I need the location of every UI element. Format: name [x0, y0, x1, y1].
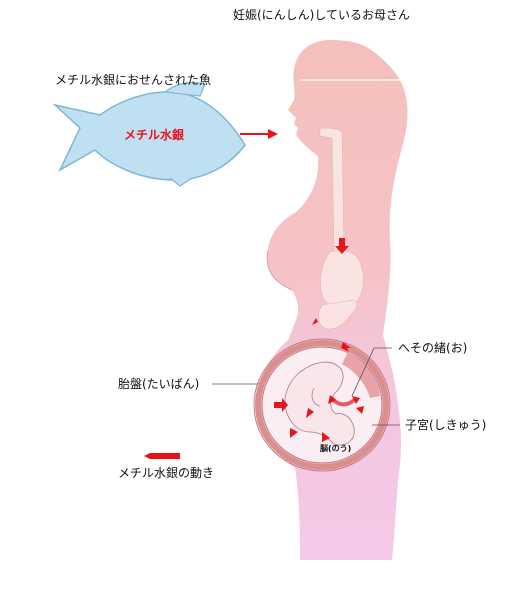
- legend-label: メチル水銀の動き: [118, 466, 214, 480]
- uterus-label: 子宮(しきゅう): [405, 418, 486, 432]
- fish-caption: メチル水銀におせんされた魚: [55, 73, 211, 87]
- title-label: 妊娠(にんしん)しているお母さん: [233, 8, 410, 22]
- stomach: [320, 250, 363, 308]
- arrow-icon: [240, 129, 278, 139]
- placenta-label: 胎盤(たいばん): [118, 377, 199, 391]
- legend-arrow-icon: [144, 453, 180, 459]
- brain-label: 脳(のう): [320, 444, 351, 454]
- umbilical-label: へその緒(お): [398, 341, 467, 355]
- fish-inner-label: メチル水銀: [124, 126, 184, 143]
